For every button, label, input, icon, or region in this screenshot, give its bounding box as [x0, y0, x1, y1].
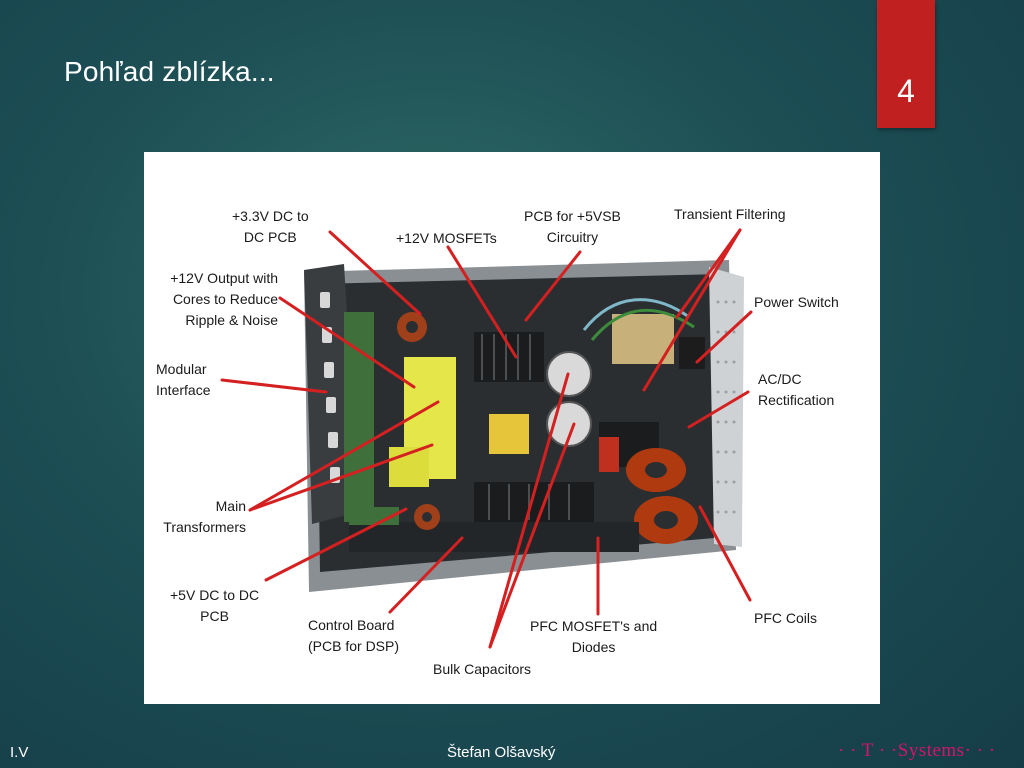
label-3v3-dc-pcb: +3.3V DC to DC PCB — [232, 208, 309, 245]
heatsink-ridges — [481, 334, 570, 520]
footer-section: I.V — [10, 744, 29, 761]
standby-transformer — [489, 414, 529, 454]
control-board — [349, 522, 639, 552]
psu-illustration — [220, 228, 753, 649]
annotation-lines — [220, 228, 753, 649]
page-number-badge: 4 — [877, 0, 935, 128]
label-pcb-5vsb: PCB for +5VSB Circuitry — [524, 208, 621, 245]
filter-wire — [582, 298, 690, 331]
page-number: 4 — [897, 73, 915, 109]
label-transient-filtering: Transient Filtering — [674, 206, 786, 222]
pcb-strip — [344, 312, 374, 522]
label-main-transformers: Main Transformers — [163, 498, 246, 535]
psu-annotated-photo: +3.3V DC to DC PCB +12V MOSFETs PCB for … — [144, 152, 880, 704]
label-modular-interface: Modular Interface — [156, 361, 211, 398]
label-acdc-rectification: AC/DC Rectification — [758, 371, 835, 408]
label-12v-mosfets: +12V MOSFETs — [396, 230, 497, 246]
label-pfc-mosfets-diodes: PFC MOSFET's and Diodes — [530, 618, 658, 655]
footer-author: Štefan Olšavský — [447, 744, 556, 761]
label-bulk-capacitors: Bulk Capacitors — [433, 661, 532, 677]
t-systems-logo: · · T · ·Systems· · · — [838, 740, 996, 761]
label-pfc-coils: PFC Coils — [754, 610, 818, 626]
label-control-board: Control Board (PCB for DSP) — [308, 617, 400, 654]
label-12v-output: +12V Output with Cores to Reduce Ripple … — [170, 270, 278, 328]
slide-title: Pohľad zblízka... — [64, 56, 275, 87]
power-switch — [679, 337, 705, 369]
perforation-holes — [716, 300, 736, 514]
perforated-wall — [709, 267, 744, 547]
label-5v-dc-pcb: +5V DC to DC PCB — [170, 587, 260, 624]
label-power-switch: Power Switch — [754, 294, 839, 310]
red-capacitor — [599, 437, 619, 472]
